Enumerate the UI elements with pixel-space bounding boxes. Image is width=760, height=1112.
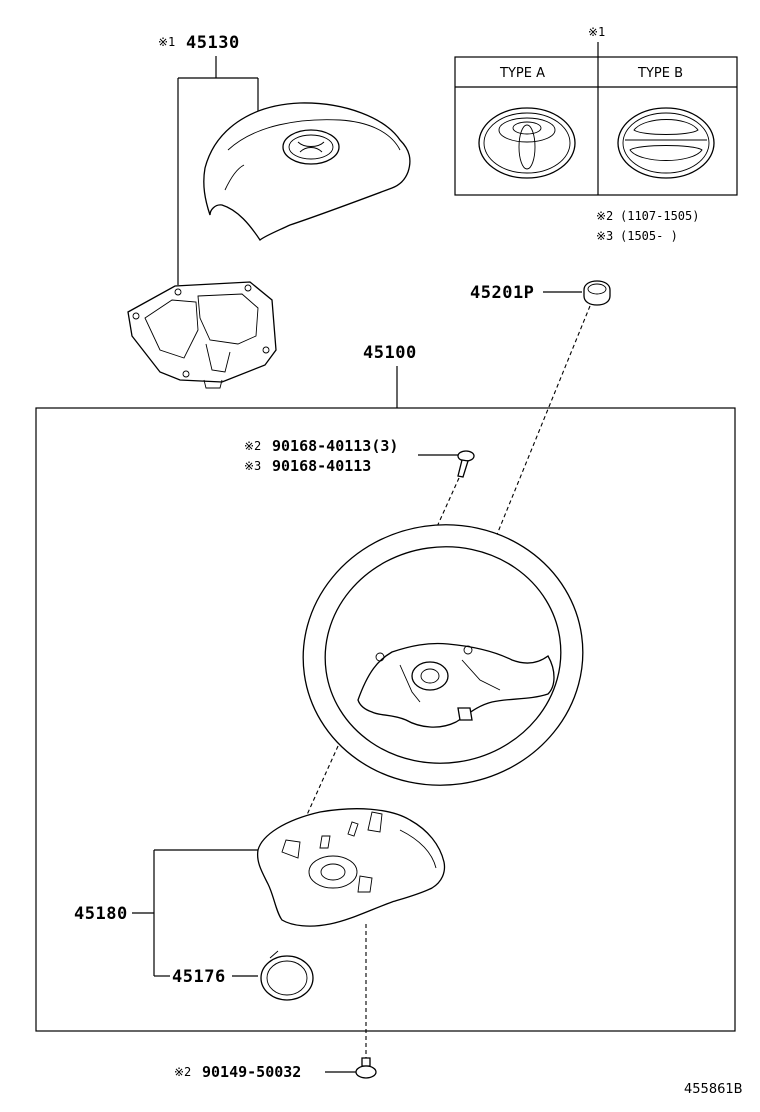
horn-plate-drawing[interactable]: [127, 281, 277, 389]
horn-pad-part-number[interactable]: 45130: [186, 33, 240, 53]
bottom-screw-mark: ※2: [174, 1065, 191, 1079]
cap-dashed-line: [451, 305, 591, 646]
cap-part-number[interactable]: 45201P: [470, 283, 534, 303]
screw-2-part-number[interactable]: 90168-40113: [272, 457, 371, 475]
emblem-type-a-header: TYPE A: [499, 66, 545, 81]
lower-cover-part-number[interactable]: 45180: [74, 904, 128, 924]
emblem-type-a-icon[interactable]: [478, 107, 576, 179]
cap-drawing[interactable]: [583, 280, 611, 306]
emblem-type-b-icon[interactable]: [617, 107, 715, 179]
horn-pad-mark: ※1: [158, 35, 175, 49]
emblem-type-b-header: TYPE B: [637, 66, 683, 81]
screw-2-mark: ※3: [244, 459, 261, 473]
screw-1-part-number[interactable]: 90168-40113(3): [272, 437, 398, 455]
note-2-range: (1505- ): [620, 229, 678, 243]
screw-drawing[interactable]: [457, 450, 475, 478]
screw-1-mark: ※2: [244, 439, 261, 453]
note-1-mark: ※2: [596, 209, 613, 223]
emblem-table-mark: ※1: [588, 25, 605, 39]
spring-part-number[interactable]: 45176: [172, 967, 226, 987]
lower-cover-drawing[interactable]: [256, 808, 446, 927]
wheel-assy-part-number[interactable]: 45100: [363, 343, 417, 363]
note-1-range: (1107-1505): [620, 209, 699, 223]
emblem-table: [454, 56, 738, 196]
horn-pad-drawing[interactable]: [203, 102, 411, 241]
bottom-screw-drawing[interactable]: [355, 1057, 377, 1079]
lower-cover-leader: [132, 849, 258, 977]
bottom-screw-part-number[interactable]: 90149-50032: [202, 1063, 301, 1081]
wheel-assy-box: [35, 407, 736, 1032]
steering-wheel-drawing[interactable]: [286, 507, 599, 803]
spring-drawing[interactable]: [260, 950, 314, 1001]
note-2-mark: ※3: [596, 229, 613, 243]
screw-dashed-line: [291, 477, 460, 849]
horn-pad-leader: [177, 56, 259, 285]
diagram-reference: 455861B: [684, 1082, 743, 1097]
